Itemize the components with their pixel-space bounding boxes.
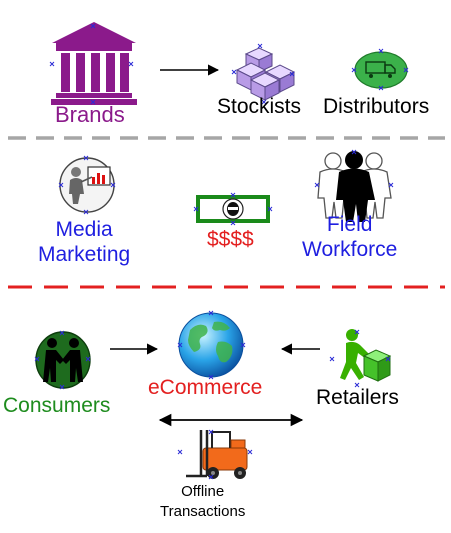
selection-handles (34, 23, 409, 480)
retailers-label: Retailers (316, 386, 399, 409)
bank-building-icon (51, 22, 137, 105)
worker-with-box-icon (340, 329, 392, 382)
presenter-chart-icon (59, 157, 115, 213)
field-workforce-label: Field Workforce (302, 213, 398, 262)
money-label: $$$$ (207, 228, 254, 251)
consumers-label: Consumers (3, 394, 111, 417)
people-group-icon (317, 151, 392, 222)
media-marketing-label: Media Marketing (38, 218, 131, 267)
money-bill-icon (196, 195, 270, 223)
offline-transactions-label: Offline Transactions (160, 483, 246, 520)
distributors-label: Distributors (323, 95, 430, 118)
brands-label: Brands (55, 102, 125, 127)
delivery-truck-icon (354, 51, 408, 89)
ecommerce-label: eCommerce (148, 376, 263, 399)
globe-icon (178, 312, 244, 378)
boxes-icon (235, 47, 296, 101)
stockists-label: Stockists (217, 95, 302, 118)
handshake-icon (35, 331, 91, 389)
forklift-icon (186, 430, 248, 479)
